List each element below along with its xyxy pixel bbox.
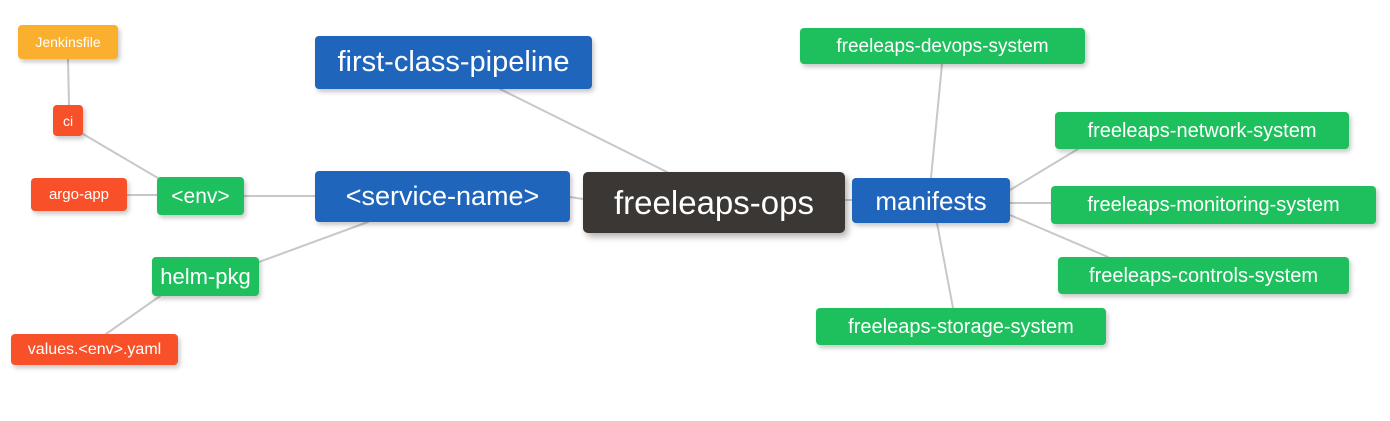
node-label: ci: [62, 112, 74, 129]
edge-manifests-to-freeleaps-network-system: [1009, 148, 1079, 191]
edge-jenkinsfile-to-ci: [67, 58, 70, 106]
node-freeleaps-network-system[interactable]: freeleaps-network-system: [1055, 112, 1349, 149]
node-values-env-yaml[interactable]: values.<env>.yaml: [11, 334, 178, 365]
node-env[interactable]: <env>: [157, 177, 244, 215]
node-label: freeleaps-network-system: [1087, 119, 1317, 142]
node-freeleaps-ops[interactable]: freeleaps-ops: [583, 172, 845, 233]
edge-helm-pkg-to-values-env-yaml: [105, 295, 161, 335]
node-label: manifests: [875, 185, 987, 216]
node-ci[interactable]: ci: [53, 105, 83, 136]
node-label: freeleaps-ops: [614, 184, 814, 221]
node-freeleaps-monitoring-system[interactable]: freeleaps-monitoring-system: [1051, 186, 1376, 224]
edge-ci-to-env: [82, 133, 164, 182]
node-argo-app[interactable]: argo-app: [31, 178, 127, 211]
node-label: freeleaps-controls-system: [1089, 264, 1318, 287]
node-label: first-class-pipeline: [337, 46, 570, 78]
node-freeleaps-storage-system[interactable]: freeleaps-storage-system: [816, 308, 1106, 345]
node-service-name[interactable]: <service-name>: [315, 171, 570, 222]
node-label: freeleaps-devops-system: [836, 35, 1049, 57]
edge-service-name-to-freeleaps-ops: [569, 196, 584, 200]
node-first-class-pipeline[interactable]: first-class-pipeline: [315, 36, 592, 89]
node-label: Jenkinsfile: [35, 34, 101, 50]
node-label: <env>: [171, 184, 230, 208]
edge-manifests-to-freeleaps-storage-system: [936, 222, 954, 309]
node-label: helm-pkg: [160, 263, 251, 289]
node-label: values.<env>.yaml: [27, 340, 162, 358]
node-label: freeleaps-storage-system: [848, 315, 1074, 338]
node-freeleaps-controls-system[interactable]: freeleaps-controls-system: [1058, 257, 1349, 294]
edge-service-name-to-helm-pkg: [258, 221, 369, 263]
node-manifests[interactable]: manifests: [852, 178, 1010, 223]
node-label: <service-name>: [345, 181, 540, 211]
edge-first-class-pipeline-to-freeleaps-ops: [499, 88, 668, 173]
node-helm-pkg[interactable]: helm-pkg: [152, 257, 259, 296]
edge-manifests-to-freeleaps-devops-system: [930, 63, 943, 179]
node-freeleaps-devops-system[interactable]: freeleaps-devops-system: [800, 28, 1085, 64]
node-label: freeleaps-monitoring-system: [1087, 194, 1340, 216]
node-label: argo-app: [48, 186, 110, 203]
node-jenkinsfile[interactable]: Jenkinsfile: [18, 25, 118, 59]
